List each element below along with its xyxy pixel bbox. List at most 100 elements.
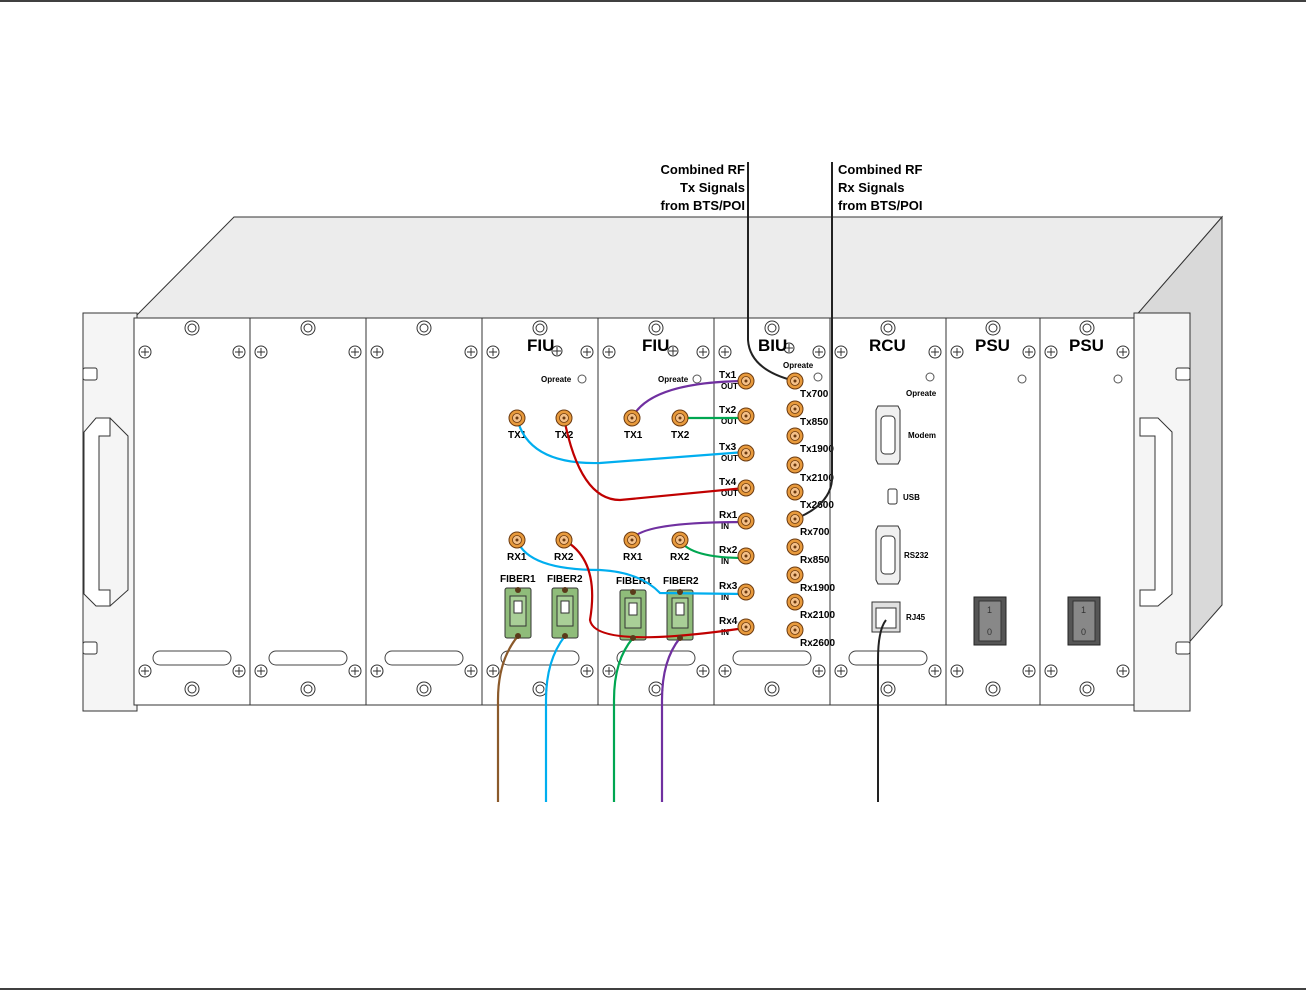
biu-port-label: Rx3 xyxy=(719,581,738,592)
rcu-operate-label: Opreate xyxy=(906,389,937,398)
screw-icon xyxy=(812,664,826,678)
psu1-switch-off: 0 xyxy=(987,627,992,637)
fiu1-fiber2-connector[interactable] xyxy=(551,587,579,639)
biu-left-port[interactable] xyxy=(737,372,755,390)
psu2-led xyxy=(1113,374,1123,384)
biu-band-port[interactable] xyxy=(786,538,804,556)
biu-port-label: Tx3 xyxy=(719,442,737,453)
panel-knob xyxy=(1079,681,1095,697)
fiu1-tx2-port[interactable] xyxy=(555,409,573,427)
panel-knob xyxy=(985,681,1001,697)
screw-icon xyxy=(928,345,942,359)
biu-left-port[interactable] xyxy=(737,512,755,530)
biu-left-port[interactable] xyxy=(737,583,755,601)
psu2-switch-off: 0 xyxy=(1081,627,1086,637)
screw-icon xyxy=(696,345,710,359)
screw-icon xyxy=(254,345,268,359)
fiber-drop-4 xyxy=(660,637,681,802)
rcu-led xyxy=(925,372,935,382)
biu-port-label: Tx4 xyxy=(719,477,737,488)
psu2-power-switch[interactable] xyxy=(1067,596,1101,646)
biu-left-port[interactable] xyxy=(737,444,755,462)
ground-icon xyxy=(551,345,563,357)
panel-knob xyxy=(532,320,548,336)
panel-handle-slot xyxy=(616,650,696,666)
rcu-rs232-port[interactable] xyxy=(875,525,901,585)
panel-knob xyxy=(648,681,664,697)
biu-band-label: Rx2100 xyxy=(800,610,835,621)
biu-port-direction: IN xyxy=(721,593,729,602)
biu-left-port[interactable] xyxy=(737,618,755,636)
biu-title: BIU xyxy=(758,336,787,355)
biu-band-label: Tx1900 xyxy=(800,444,834,455)
panel-knob xyxy=(300,681,316,697)
fiu2-rx1-label: RX1 xyxy=(623,552,643,563)
screw-icon xyxy=(138,345,152,359)
fiber-pin xyxy=(562,633,568,639)
biu-band-port[interactable] xyxy=(786,427,804,445)
screw-icon xyxy=(370,345,384,359)
fiu1-rx1-port[interactable] xyxy=(508,531,526,549)
biu-left-port-labels: Tx1OUTTx2OUTTx3OUTTx4OUTRx1INRx2INRx3INR… xyxy=(719,370,738,637)
biu-band-port[interactable] xyxy=(786,400,804,418)
biu-band-label: Tx850 xyxy=(800,417,829,428)
rcu-usb-label: USB xyxy=(903,493,920,502)
biu-band-port[interactable] xyxy=(786,372,804,390)
biu-band-port[interactable] xyxy=(786,566,804,584)
fiu2-rx2-port[interactable] xyxy=(671,531,689,549)
biu-port-label: Rx4 xyxy=(719,616,738,627)
fiu2-rx1-port[interactable] xyxy=(623,531,641,549)
biu-operate-label: Opreate xyxy=(783,361,814,370)
screw-icon xyxy=(718,664,732,678)
biu-port-label: Tx2 xyxy=(719,405,737,416)
fiu2-fiber1-connector[interactable] xyxy=(619,589,647,641)
biu-band-port[interactable] xyxy=(786,483,804,501)
fiber-pin xyxy=(515,633,521,639)
screw-icon xyxy=(464,345,478,359)
screw-icon xyxy=(834,345,848,359)
cable-fiu1-tx1-biu-tx3 xyxy=(515,417,746,465)
fiber-pin xyxy=(515,587,521,593)
rcu-usb-port[interactable] xyxy=(887,488,898,505)
biu-band-port[interactable] xyxy=(786,621,804,639)
screw-icon xyxy=(486,664,500,678)
biu-band-label: Tx2100 xyxy=(800,473,834,484)
biu-band-port[interactable] xyxy=(786,456,804,474)
panel-knob xyxy=(880,681,896,697)
fiu1-fiber1-connector[interactable] xyxy=(504,587,532,639)
empty-slot-3 xyxy=(365,317,483,706)
rcu-rj45-port[interactable] xyxy=(871,601,901,633)
psu2-switch-on: 1 xyxy=(1081,605,1086,615)
panel-knob xyxy=(764,320,780,336)
fiu2-tx2-label: TX2 xyxy=(671,430,690,441)
tx-callout-line3: from BTS/POI xyxy=(660,198,745,213)
biu-left-port[interactable] xyxy=(737,547,755,565)
biu-left-port[interactable] xyxy=(737,479,755,497)
fiu1-rx2-port[interactable] xyxy=(555,531,573,549)
fiu1-tx2-label: TX2 xyxy=(555,430,574,441)
biu-band-label: Tx700 xyxy=(800,389,829,400)
biu-port-label: Rx1 xyxy=(719,510,738,521)
screw-icon xyxy=(928,664,942,678)
panel-knob xyxy=(648,320,664,336)
biu-port-direction: OUT xyxy=(721,382,738,391)
screw-icon xyxy=(950,345,964,359)
rf-ports[interactable] xyxy=(508,372,804,641)
biu-band-port[interactable] xyxy=(786,593,804,611)
psu1-power-switch[interactable] xyxy=(973,596,1007,646)
fiu2-fiber2-connector[interactable] xyxy=(666,589,694,641)
biu-left-port[interactable] xyxy=(737,407,755,425)
rcu-rj45-label: RJ45 xyxy=(906,613,926,622)
tx-callout-line2: Tx Signals xyxy=(680,180,745,195)
fiu2-tx2-port[interactable] xyxy=(671,409,689,427)
fiber-pin xyxy=(630,635,636,641)
fiu1-tx1-label: TX1 xyxy=(508,430,527,441)
fiu1-tx1-port[interactable] xyxy=(508,409,526,427)
psu1-led xyxy=(1017,374,1027,384)
psu1-title: PSU xyxy=(975,336,1010,355)
biu-port-direction: OUT xyxy=(721,489,738,498)
biu-band-port[interactable] xyxy=(786,510,804,528)
rcu-modem-port[interactable] xyxy=(875,405,901,465)
fiu2-tx1-port[interactable] xyxy=(623,409,641,427)
